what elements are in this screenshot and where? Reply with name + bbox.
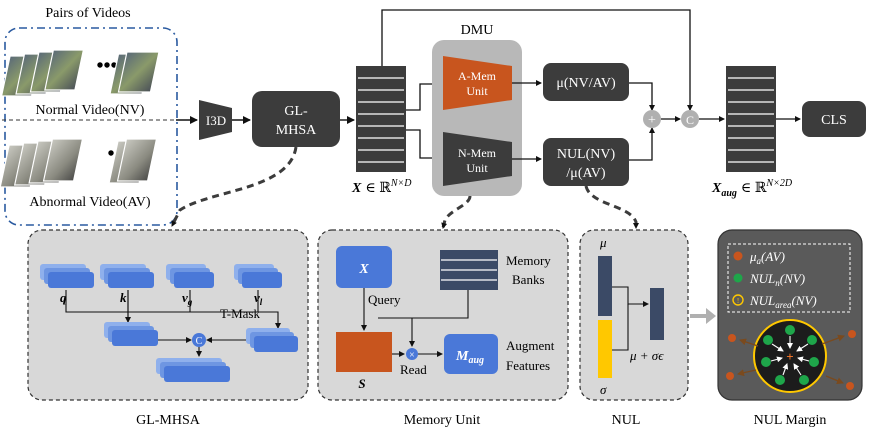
glmhsa-label-1: GL- bbox=[284, 104, 308, 119]
nul-mu-label: μ bbox=[599, 235, 607, 250]
nul-panel: μ σ μ + σϵ NUL bbox=[579, 229, 689, 428]
memory-banks-label-2: Banks bbox=[512, 272, 545, 287]
maug-label: Maug bbox=[455, 349, 484, 366]
concat-op bbox=[681, 110, 699, 128]
maug-box bbox=[444, 334, 498, 374]
memory-banks-label-1: Memory bbox=[506, 253, 551, 268]
nmem-label-2: Unit bbox=[466, 161, 488, 175]
i3d-label: I3D bbox=[206, 113, 226, 128]
svg-text:!: ! bbox=[737, 297, 739, 305]
nmem-unit bbox=[443, 132, 512, 186]
abnormal-video-frames: ••• bbox=[0, 138, 158, 188]
margin-center: + bbox=[786, 349, 793, 364]
cls-block bbox=[802, 101, 866, 137]
margin-legend bbox=[727, 243, 851, 313]
similarity-s-box bbox=[336, 332, 392, 372]
mem-x-box bbox=[336, 246, 392, 288]
nul-points bbox=[761, 325, 819, 385]
feature-stack-x bbox=[356, 66, 406, 172]
feature-stack-xaug bbox=[726, 66, 776, 172]
glmhsa-concat-op bbox=[192, 333, 206, 347]
nul-output-label-2: /μ(AV) bbox=[566, 166, 605, 181]
nul-formula: μ + σϵ bbox=[629, 348, 664, 363]
amem-unit bbox=[443, 56, 512, 110]
concat-op-label: C bbox=[686, 113, 694, 127]
read-op bbox=[406, 348, 418, 360]
abnormal-points bbox=[726, 330, 856, 390]
pairs-title: Pairs of Videos bbox=[45, 6, 130, 21]
augment-label-2: Features bbox=[506, 358, 550, 373]
legend-mu-a: μa(AV) bbox=[749, 249, 785, 266]
nul-output-bar bbox=[650, 288, 664, 340]
feature-x-label: X∈ ℝN×D bbox=[351, 178, 412, 196]
nul-output-box bbox=[543, 138, 629, 186]
q-label: q bbox=[60, 290, 67, 305]
plus-op-label: + bbox=[648, 113, 656, 128]
memory-banks bbox=[440, 250, 498, 290]
glmhsa-concat-label: C bbox=[196, 336, 203, 347]
nul-to-margin-arrow bbox=[690, 308, 716, 324]
vl-label: vl bbox=[254, 290, 263, 307]
feature-xaug-label: Xaug∈ ℝN×2D bbox=[711, 178, 793, 199]
memory-unit-panel: X Memory Banks Query S × Read Maug Augme… bbox=[317, 229, 569, 428]
nul-sigma-label: σ bbox=[600, 382, 607, 397]
legend-nul-n: NULn(NV) bbox=[749, 271, 805, 288]
glmhsa-block bbox=[252, 91, 340, 147]
abnormal-video-label: Abnormal Video(AV) bbox=[29, 195, 150, 210]
nul-mu-bar bbox=[598, 256, 612, 316]
augment-label-1: Augment bbox=[506, 338, 555, 353]
mu-output-label: μ(NV/AV) bbox=[556, 76, 616, 91]
normal-video-label: Normal Video(NV) bbox=[36, 103, 145, 118]
nmem-label-1: N-Mem bbox=[458, 146, 497, 160]
amem-label-2: Unit bbox=[466, 84, 488, 98]
plus-op bbox=[643, 110, 661, 128]
nul-margin-panel: μa(AV) NULn(NV) ! NULarea(NV) + bbox=[717, 229, 863, 428]
glmhsa-caption: GL-MHSA bbox=[136, 413, 201, 428]
i3d-block bbox=[199, 100, 232, 140]
k-label: k bbox=[120, 290, 127, 305]
glmhsa-panel: q k vg vl T-Mask C GL-MHSA bbox=[27, 229, 309, 428]
mu-output-box bbox=[543, 63, 629, 101]
query-label: Query bbox=[368, 292, 401, 307]
nul-margin-caption: NUL Margin bbox=[754, 413, 827, 428]
tmask-label: T-Mask bbox=[220, 306, 260, 321]
video-pairs-group: Pairs of Videos ••• Normal Video(NV) •••… bbox=[0, 6, 178, 226]
cls-label: CLS bbox=[821, 113, 847, 128]
memory-unit-caption: Memory Unit bbox=[404, 413, 481, 428]
dmu-title: DMU bbox=[461, 23, 494, 38]
read-label: Read bbox=[400, 362, 427, 377]
video-pairs-border bbox=[4, 27, 178, 226]
nul-sigma-bar bbox=[598, 320, 612, 378]
svg-text:×: × bbox=[409, 350, 415, 361]
nul-caption: NUL bbox=[612, 413, 641, 428]
mem-x-label: X bbox=[358, 262, 369, 277]
svg-text:•••: ••• bbox=[96, 55, 117, 77]
amem-label-1: A-Mem bbox=[458, 69, 497, 83]
legend-nul-area: NULarea(NV) bbox=[749, 293, 817, 310]
similarity-s-label: S bbox=[358, 376, 365, 391]
nul-output-label-1: NUL(NV) bbox=[557, 147, 616, 162]
glmhsa-label-2: MHSA bbox=[276, 123, 317, 138]
normal-video-frames: ••• bbox=[0, 49, 160, 97]
